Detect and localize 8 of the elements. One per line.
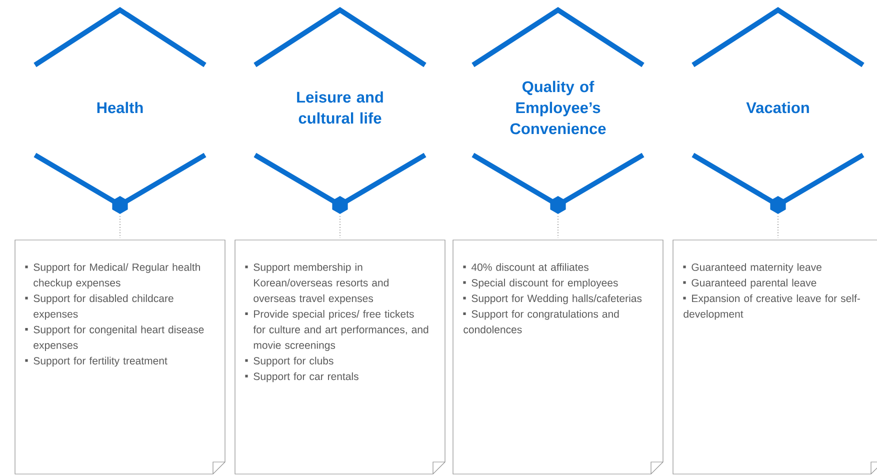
text-card: Guaranteed maternity leave Guaranteed parental leave Expansion of creative leave for self-development <box>672 240 877 474</box>
text-card: Support membership in Korean/overseas resorts and overseas travel expenses Provide special prices/ free tickets for culture and art performances, and movie screenings Support for clubs Support for car rentals <box>234 240 446 474</box>
heading: Quality of Employee’s Convenience <box>510 80 606 134</box>
heading: Health <box>97 102 143 114</box>
text-card: Support for Medical/ Regular health checkup expenses Support for disabled childcare expenses Support for congenital heart disease expenses Support for fertility treatment <box>14 240 226 474</box>
heading: Vacation <box>746 102 809 114</box>
text-card: 40% discount at affiliates Special discount for employees Support for Wedding halls/cafeterias Support for congratulations and condolences <box>452 240 664 474</box>
heading: Leisure and cultural life <box>297 91 383 124</box>
